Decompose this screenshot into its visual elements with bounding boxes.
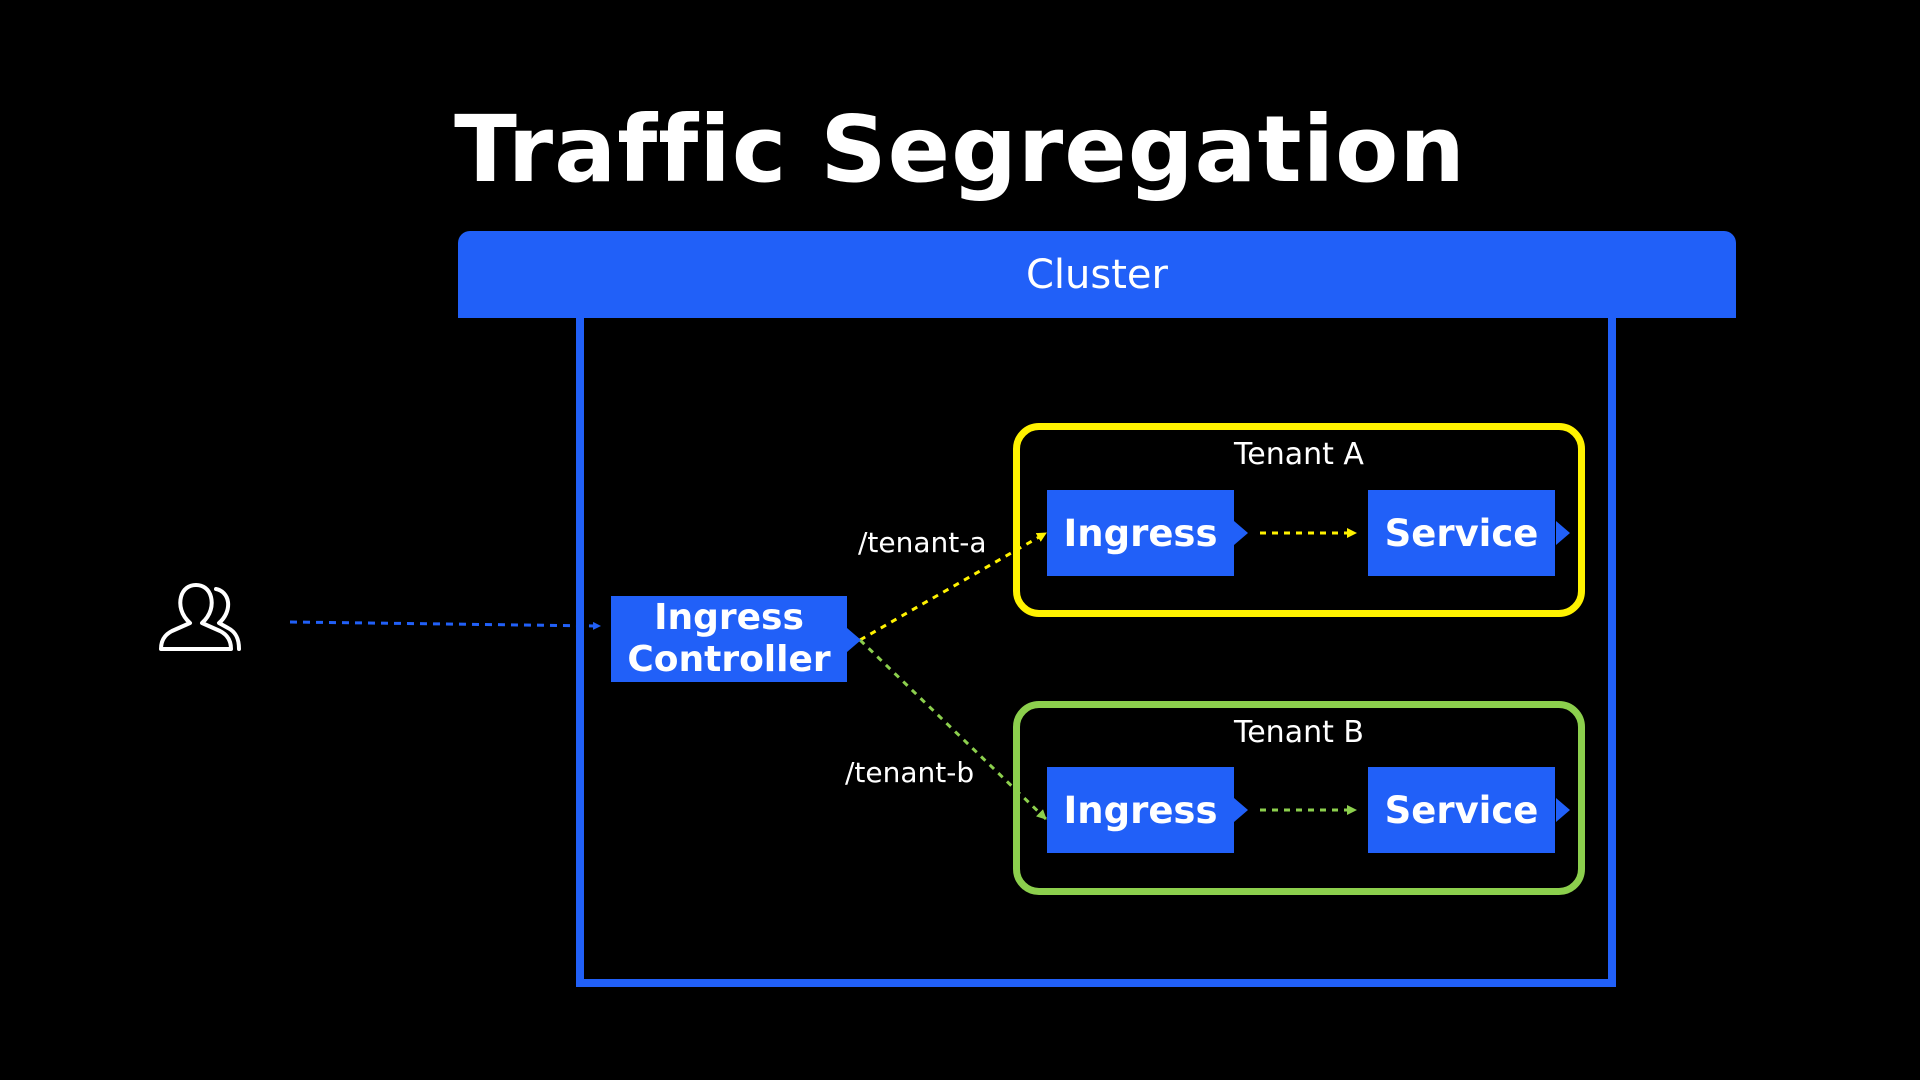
tenant-a-label: Tenant A — [1234, 437, 1364, 472]
tenant-a-service-output-pointer — [1556, 521, 1570, 545]
tenant-b-ingress-box: Ingress — [1047, 767, 1234, 853]
cluster-header: Cluster — [458, 231, 1736, 318]
tenant-b-ingress-label: Ingress — [1063, 788, 1218, 832]
route-label-tenant-b: /tenant-b — [845, 756, 975, 789]
controller-output-pointer — [847, 628, 861, 652]
ingress-controller-box: Ingress Controller — [611, 596, 847, 682]
tenant-a-service-label: Service — [1384, 511, 1539, 555]
ingress-controller-label-line1: Ingress — [654, 597, 804, 638]
tenant-b-service-box: Service — [1368, 767, 1555, 853]
route-label-tenant-a: /tenant-a — [858, 526, 987, 559]
tenant-b-label: Tenant B — [1234, 715, 1364, 750]
ingress-controller-label-line2: Controller — [627, 639, 831, 680]
tenant-a-ingress-label: Ingress — [1063, 511, 1218, 555]
users-icon — [158, 583, 242, 655]
slide-title: Traffic Segregation — [454, 96, 1466, 203]
tenant-b-service-output-pointer — [1556, 798, 1570, 822]
tenant-a-ingress-output-pointer — [1234, 521, 1248, 545]
tenant-b-ingress-output-pointer — [1234, 798, 1248, 822]
tenant-a-ingress-box: Ingress — [1047, 490, 1234, 576]
tenant-b-container — [1013, 701, 1585, 895]
tenant-b-service-label: Service — [1384, 788, 1539, 832]
tenant-a-container — [1013, 423, 1585, 617]
cluster-boundary — [576, 318, 1616, 987]
cluster-label: Cluster — [1026, 251, 1168, 298]
user-to-controller-arrow — [289, 620, 601, 630]
tenant-a-service-box: Service — [1368, 490, 1555, 576]
